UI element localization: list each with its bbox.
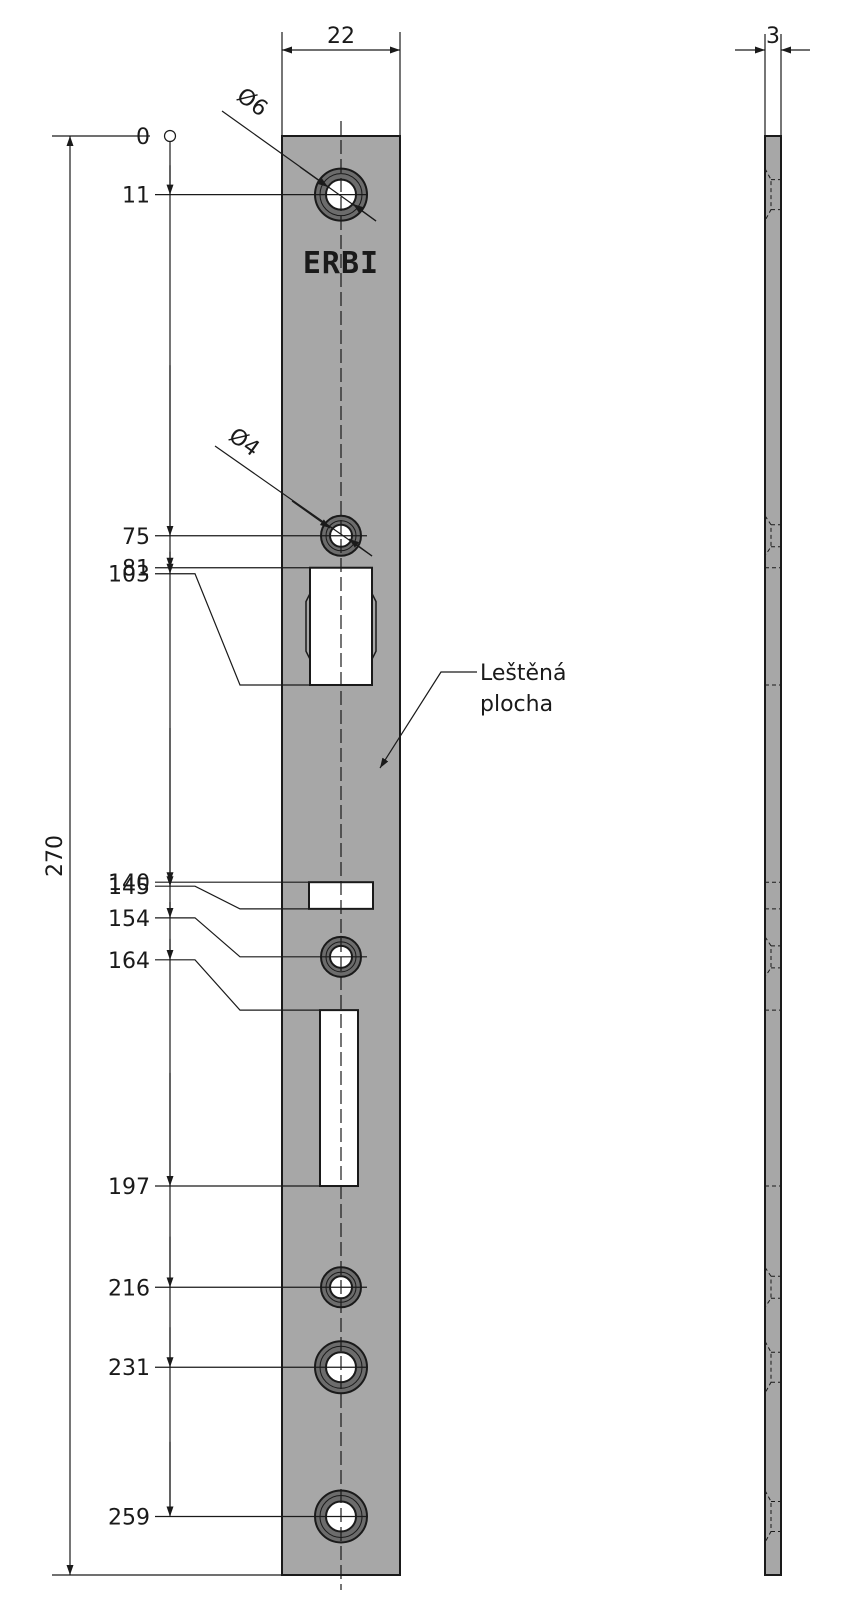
thickness-dimension: 3 <box>735 24 810 136</box>
position-label: 75 <box>122 525 150 550</box>
position-leader <box>155 959 320 1011</box>
position-label: 0 <box>136 125 150 150</box>
position-label: 11 <box>122 184 150 209</box>
position-leader <box>155 573 310 686</box>
latch-notch-left <box>305 593 311 660</box>
latch-notch-right <box>371 593 377 660</box>
position-label: 81 <box>122 557 150 582</box>
width-dimension: 22 <box>281 24 401 136</box>
thickness-dim-label: 3 <box>766 24 780 49</box>
length-dimension: 270 <box>43 135 282 1576</box>
position-label: 164 <box>108 949 150 974</box>
position-label: 197 <box>108 1175 150 1200</box>
width-dim-label: 22 <box>327 24 355 49</box>
position-label: 231 <box>108 1356 150 1381</box>
position-label: 103 <box>108 563 150 588</box>
position-label: 154 <box>108 907 150 932</box>
erbi-logo: ERBI <box>303 246 379 281</box>
length-dim-label: 270 <box>43 835 68 877</box>
position-leader <box>155 885 309 910</box>
position-leader <box>155 917 367 958</box>
hidden-countersink <box>764 936 772 978</box>
diameter-arrow <box>352 203 377 222</box>
position-label: 140 <box>108 871 150 896</box>
hidden-countersink <box>764 515 772 557</box>
note-line-2: plocha <box>480 692 553 717</box>
diameter-arrow <box>348 538 373 557</box>
hidden-countersink <box>764 1267 772 1308</box>
position-label: 259 <box>108 1505 150 1530</box>
diameter-6-label: Ø6 <box>232 83 272 122</box>
cutout-bolt <box>319 1009 359 1188</box>
position-label: 145 <box>108 875 150 900</box>
front-view: ERBI <box>281 121 401 1590</box>
diameter-arrow <box>291 500 331 529</box>
side-view <box>764 135 782 1576</box>
plate-side-view <box>764 135 782 1576</box>
polished-surface-note: Leštěná plocha <box>379 661 566 769</box>
position-label: 216 <box>108 1276 150 1301</box>
diameter-arrow <box>299 166 329 188</box>
origin-marker <box>163 129 177 143</box>
note-line-1: Leštěná <box>480 661 566 686</box>
